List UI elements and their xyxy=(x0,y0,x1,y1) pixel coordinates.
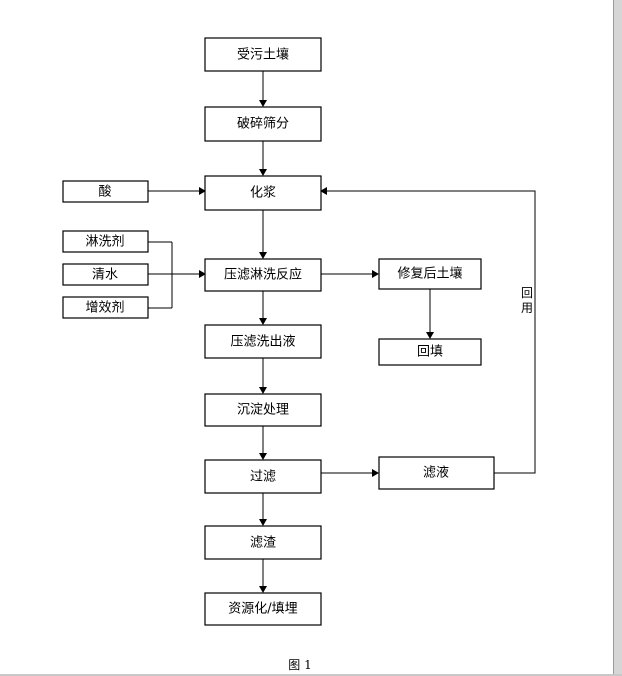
svg-text:修复后土壤: 修复后土壤 xyxy=(397,266,462,282)
arrowhead-backfill xyxy=(426,332,434,339)
svg-text:化浆: 化浆 xyxy=(250,186,276,201)
node-contaminated-soil: 受污土壤 xyxy=(204,37,322,72)
recycle-label-char-1: 回 xyxy=(521,286,533,300)
svg-text:酸: 酸 xyxy=(98,185,111,200)
svg-text:滤液: 滤液 xyxy=(423,466,449,481)
svg-text:清水: 清水 xyxy=(92,268,118,283)
node-eluent: 淋洗剂 xyxy=(62,230,149,253)
node-backfill: 回填 xyxy=(378,338,482,366)
svg-text:淋洗剂: 淋洗剂 xyxy=(85,235,124,250)
svg-text:增效剂: 增效剂 xyxy=(85,301,124,316)
node-crush-screen: 破碎筛分 xyxy=(204,106,322,142)
page-edge-bottom xyxy=(0,674,622,676)
arrowheads xyxy=(199,100,434,593)
svg-text:资源化/填埋: 资源化/填埋 xyxy=(228,602,297,617)
arrowhead-recycle xyxy=(320,187,327,195)
connector-recycle-loop xyxy=(327,190,536,474)
svg-text:压滤洗出液: 压滤洗出液 xyxy=(230,335,295,350)
svg-text:破碎筛分: 破碎筛分 xyxy=(237,117,289,132)
page-edge-line xyxy=(613,0,614,676)
node-acid: 酸 xyxy=(62,180,149,203)
node-pulping: 化浆 xyxy=(204,175,322,211)
svg-text:受污土壤: 受污土壤 xyxy=(237,47,289,63)
node-press-filter-leach: 压滤淋洗反应 xyxy=(204,258,322,292)
node-clear-water: 清水 xyxy=(62,263,149,286)
recycle-label-char-2: 用 xyxy=(521,301,533,315)
svg-text:沉淀处理: 沉淀处理 xyxy=(237,403,289,418)
node-filtration: 过滤 xyxy=(204,459,322,494)
node-enhancer: 增效剂 xyxy=(62,296,149,319)
arrowhead-filtrate-box xyxy=(372,469,379,477)
figure-caption: 图 1 xyxy=(288,658,311,672)
arrowhead-precip xyxy=(259,387,267,394)
svg-text:压滤淋洗反应: 压滤淋洗反应 xyxy=(224,267,302,283)
svg-text:滤渣: 滤渣 xyxy=(250,536,276,551)
arrowhead-landfill xyxy=(259,586,267,593)
arrowhead-pulping xyxy=(259,169,267,176)
node-resource-landfill: 资源化/填埋 xyxy=(204,592,322,626)
arrowhead-filter xyxy=(259,453,267,460)
node-press-filtrate: 压滤洗出液 xyxy=(204,324,322,359)
svg-text:回填: 回填 xyxy=(417,345,443,360)
arrowhead-remediated xyxy=(372,270,379,278)
arrowhead-residue xyxy=(259,519,267,526)
arrowhead-filtrate xyxy=(259,318,267,325)
node-remediated-soil: 修复后土壤 xyxy=(378,258,482,290)
arrowhead-acid xyxy=(199,187,206,195)
arrowhead-crush xyxy=(259,100,267,107)
arrowhead-inputs xyxy=(199,270,206,278)
connectors xyxy=(148,71,536,586)
node-filter-residue: 滤渣 xyxy=(204,525,322,560)
node-filtrate: 滤液 xyxy=(378,456,495,490)
svg-text:过滤: 过滤 xyxy=(250,470,276,485)
node-precipitation: 沉淀处理 xyxy=(204,393,322,427)
page-edge-right xyxy=(614,0,622,676)
arrowhead-press xyxy=(259,252,267,259)
